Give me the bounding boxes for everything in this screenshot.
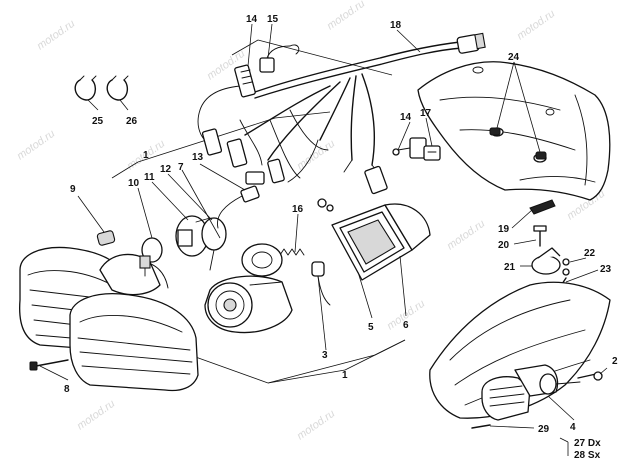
bulb-3	[311, 261, 331, 306]
leader-lines	[39, 23, 608, 429]
rubber-pad-9	[96, 230, 116, 246]
connector-block-right	[364, 137, 427, 195]
callout-24: 24	[508, 52, 520, 63]
watermark-text: motod.ru	[295, 138, 337, 173]
callout-22: 22	[584, 248, 596, 259]
wiring-harness	[197, 32, 486, 187]
callout-14: 14	[246, 14, 258, 25]
callout-19: 19	[498, 224, 510, 235]
connector-14-top	[234, 64, 256, 98]
callout-18: 18	[390, 20, 402, 31]
callout-17: 17	[420, 108, 432, 119]
watermark-text: motod.ru	[325, 0, 367, 32]
horn-21	[531, 247, 561, 275]
callout-20: 20	[498, 240, 510, 251]
callout-16: 16	[292, 204, 304, 215]
callout-7: 7	[178, 162, 184, 173]
callout-29: 29	[538, 424, 550, 435]
callout-14: 14	[400, 112, 412, 123]
projector-lamp	[204, 275, 293, 334]
callout-1: 1	[143, 150, 149, 161]
screw-20	[533, 225, 547, 247]
callout-8: 8	[64, 384, 70, 395]
reflector-unit	[241, 243, 283, 277]
callout-6: 6	[403, 320, 409, 331]
screw-2	[577, 371, 603, 381]
lower-fairing-panel	[429, 281, 611, 419]
watermark-text: motod.ru	[295, 408, 337, 443]
callout-9: 9	[70, 184, 76, 195]
callout-labels: 1 1 2 3 4 5 6 7 8 9 10 11 12 13 14 14 15…	[64, 14, 618, 461]
clip-17	[423, 145, 441, 161]
connector-block-left	[201, 128, 285, 185]
callout-1: 1	[342, 370, 348, 381]
clamp-25	[74, 75, 97, 101]
callout-13: 13	[192, 152, 204, 163]
connector-13	[217, 185, 260, 229]
clamp-26	[106, 75, 129, 101]
callout-11: 11	[144, 172, 155, 183]
watermark-text: motod.ru	[515, 8, 557, 43]
callout-12: 12	[160, 164, 172, 175]
callout-28-sx: 28 Sx	[574, 450, 601, 461]
callout-15: 15	[267, 14, 279, 25]
callout-10: 10	[128, 178, 140, 189]
callout-23: 23	[600, 264, 612, 275]
bracket-19	[529, 199, 556, 215]
callout-25: 25	[92, 116, 104, 127]
watermark-text: motod.ru	[15, 128, 57, 163]
watermark-text: motod.ru	[445, 218, 487, 253]
callout-2: 2	[612, 356, 618, 367]
watermark-text: motod.ru	[75, 398, 117, 433]
spring-16	[279, 248, 305, 256]
callout-26: 26	[126, 116, 138, 127]
bulb-10	[139, 237, 163, 277]
rect-headlight	[317, 198, 431, 281]
turn-indicator	[481, 364, 581, 421]
grommet-24	[489, 127, 547, 160]
callout-5: 5	[368, 322, 374, 333]
callout-3: 3	[322, 350, 328, 361]
callout-21: 21	[504, 262, 516, 273]
bulb-12	[201, 217, 227, 271]
headlight-housing	[19, 246, 199, 392]
callout-27-dx: 27 Dx	[574, 438, 601, 449]
screw-8	[29, 359, 69, 371]
washer-22	[562, 258, 570, 276]
screw-29	[471, 424, 491, 429]
callout-4: 4	[570, 422, 576, 433]
watermark-text: motod.ru	[35, 18, 77, 53]
fairing-bracket	[417, 61, 611, 201]
